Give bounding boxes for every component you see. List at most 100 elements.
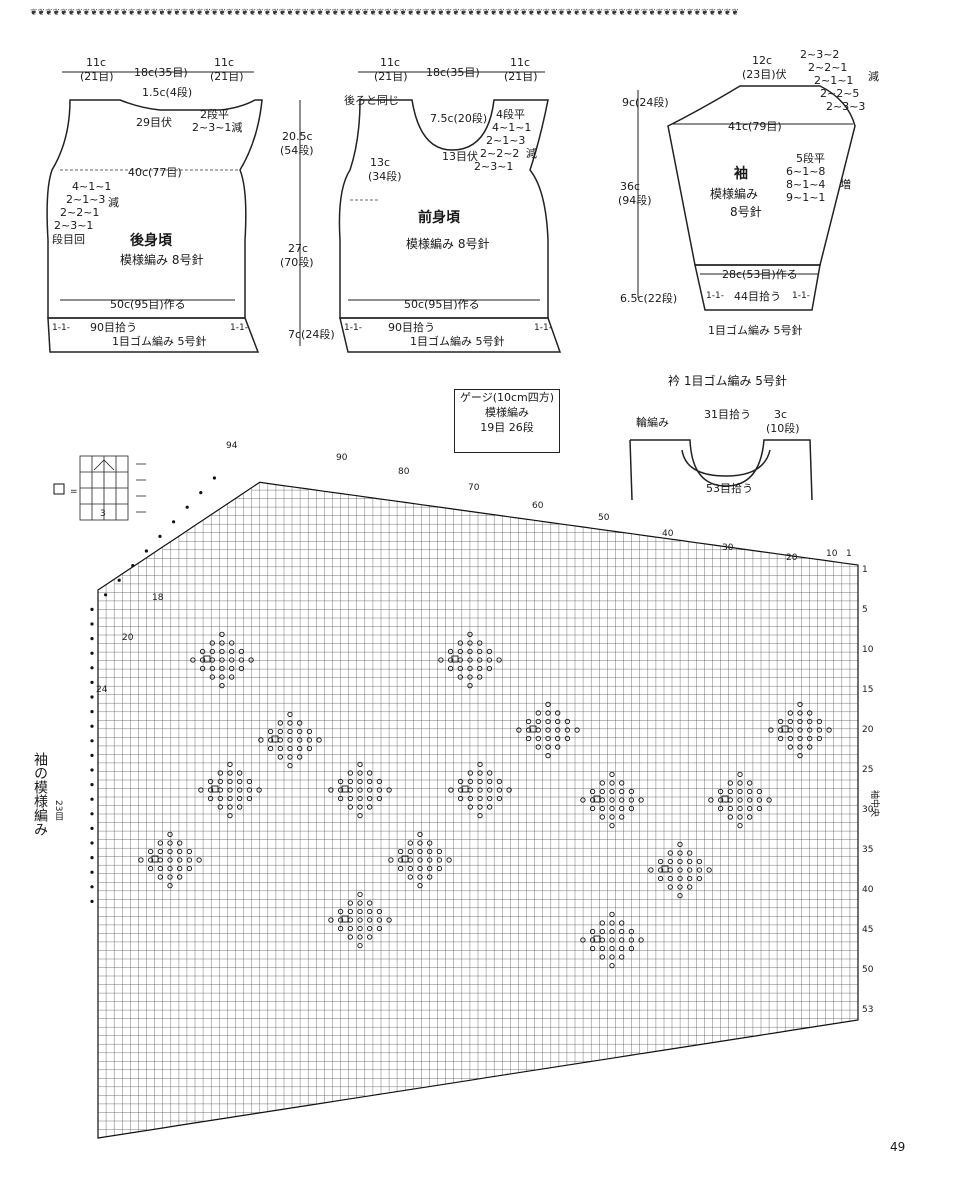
chart-top-label-20: 20 bbox=[786, 553, 798, 563]
chart-motif-stitch bbox=[525, 727, 532, 733]
chart-motif-stitch bbox=[717, 805, 724, 812]
back-arm-dec-1: 4~1~1 bbox=[72, 180, 111, 193]
chart-motif-stitch bbox=[237, 770, 243, 776]
chart-motif-stitch bbox=[297, 728, 303, 735]
chart-motif-stitch bbox=[816, 735, 823, 742]
chart-motif-stitch bbox=[619, 780, 625, 786]
chart-motif-stitch bbox=[756, 797, 763, 803]
chart-motif-stitch bbox=[177, 857, 183, 863]
front-neck-dec-1: 4段平 bbox=[496, 107, 525, 121]
chart-motif-stitch bbox=[199, 665, 206, 672]
chart-motif-stitch bbox=[545, 718, 551, 725]
chart-motif-stitch bbox=[797, 701, 803, 708]
chart-motif-stitch bbox=[628, 937, 635, 943]
chart-motif-stitch bbox=[256, 787, 262, 793]
chart-motif-stitch bbox=[609, 788, 615, 795]
chart-motif-stitch bbox=[609, 814, 615, 820]
chart-motif-stitch bbox=[599, 937, 605, 943]
chart-motif-stitch bbox=[555, 718, 561, 725]
chart-motif-stitch bbox=[717, 797, 724, 803]
chart-motif-stitch bbox=[287, 720, 293, 726]
chart-motif-stitch bbox=[357, 917, 363, 923]
chart-motif-stitch bbox=[657, 867, 664, 873]
chart-motif-stitch bbox=[619, 788, 625, 795]
chart-motif-marker bbox=[661, 865, 669, 873]
chart-motif-marker bbox=[451, 655, 459, 663]
chart-motif-stitch bbox=[297, 754, 303, 760]
gauge-value: 19目 26段 bbox=[480, 421, 534, 434]
chart-motif-stitch bbox=[816, 718, 823, 725]
chart-motif-stitch bbox=[367, 917, 373, 923]
front-rib-label: 1目ゴム編み 5号針 bbox=[410, 334, 505, 348]
chart-motif-stitch bbox=[467, 665, 473, 672]
chart-motif-stitch bbox=[388, 857, 394, 863]
chart-left-label-24: 24 bbox=[96, 685, 108, 695]
chart-sub: 23目 bbox=[53, 800, 63, 821]
back-body-outline bbox=[46, 99, 263, 319]
chart-motif-stitch bbox=[467, 804, 473, 810]
sleeve-dec-label: 減 bbox=[868, 69, 879, 83]
chart-motif-stitch bbox=[367, 804, 373, 810]
chart-motif-stitch bbox=[157, 840, 163, 846]
chart-motif-stitch bbox=[545, 744, 551, 750]
chart-motif-stitch bbox=[766, 797, 772, 803]
front-dec-label: 減 bbox=[526, 146, 537, 160]
chart-motif-stitch bbox=[477, 804, 483, 810]
chart-motif-stitch bbox=[564, 735, 571, 742]
chart-edge-dot bbox=[158, 534, 162, 539]
chart-motif-stitch bbox=[376, 778, 383, 785]
chart-motif-stitch bbox=[138, 857, 144, 863]
chart-motif-stitch bbox=[237, 804, 243, 810]
front-top-right: 11c bbox=[510, 56, 530, 69]
chart-motif-stitch bbox=[477, 665, 483, 672]
chart-motif-stitch bbox=[167, 882, 173, 889]
chart-motif-stitch bbox=[706, 867, 712, 873]
collar-pick-top: 31目拾う bbox=[704, 407, 751, 421]
chart-motif-stitch bbox=[487, 804, 493, 810]
chart-motif-stitch bbox=[227, 812, 233, 819]
chart-motif-stitch bbox=[477, 778, 483, 785]
front-neck-dec-3: 2~1~3 bbox=[486, 134, 525, 147]
chart-edge-dot bbox=[90, 870, 94, 874]
chart-motif-marker bbox=[341, 915, 349, 923]
chart-motif-stitch bbox=[337, 787, 344, 793]
chart-edge-dot bbox=[90, 753, 94, 758]
rib-length: 7c(24段) bbox=[288, 327, 335, 341]
chart-row-label: 1 bbox=[862, 565, 868, 575]
chart-motif-stitch bbox=[797, 744, 803, 750]
chart-motif-stitch bbox=[297, 745, 303, 752]
chart-motif-marker bbox=[593, 935, 601, 943]
chart-motif-stitch bbox=[574, 727, 580, 733]
chart-motif-marker bbox=[151, 855, 159, 863]
back-width: 40c(77目) bbox=[128, 166, 182, 179]
chart-motif-stitch bbox=[386, 787, 392, 793]
chart-motif-stitch bbox=[467, 631, 473, 638]
chart-motif-stitch bbox=[258, 737, 264, 743]
chart-motif-stitch bbox=[619, 954, 625, 960]
chart-motif-stitch bbox=[727, 814, 733, 820]
chart-motif-stitch bbox=[347, 934, 353, 940]
chart-motif-stitch bbox=[287, 711, 293, 718]
front-rib-mark-left: 1-1- bbox=[344, 323, 362, 333]
chart-motif-stitch bbox=[306, 728, 313, 735]
chart-motif-stitch bbox=[797, 735, 803, 742]
chart-motif-marker bbox=[781, 725, 789, 733]
chart-motif-stitch bbox=[347, 908, 353, 915]
chart-title: 袖の模様編み bbox=[32, 752, 48, 836]
sleeve-outline bbox=[667, 85, 856, 266]
page-number: 49 bbox=[890, 1140, 906, 1154]
chart-motif-stitch bbox=[157, 874, 163, 880]
chart-motif-stitch bbox=[367, 908, 373, 915]
chart-motif-stitch bbox=[328, 917, 334, 923]
back-arm-dec-4: 2~3~1 bbox=[54, 219, 93, 232]
chart-motif-stitch bbox=[467, 778, 473, 785]
front-rib-mark-right: 1-1- bbox=[534, 323, 552, 333]
chart-motif-stitch bbox=[525, 718, 532, 725]
sleeve-cap-dec-1: 2~3~2 bbox=[800, 48, 839, 61]
sleeve-title: 袖 bbox=[734, 165, 748, 182]
chart-motif-stitch bbox=[227, 761, 233, 768]
chart-motif-stitch bbox=[219, 640, 225, 646]
chart-motif-stitch bbox=[367, 770, 373, 776]
chart-motif-stitch bbox=[357, 942, 363, 949]
front-neck-depth: 7.5c(20段) bbox=[430, 111, 487, 125]
